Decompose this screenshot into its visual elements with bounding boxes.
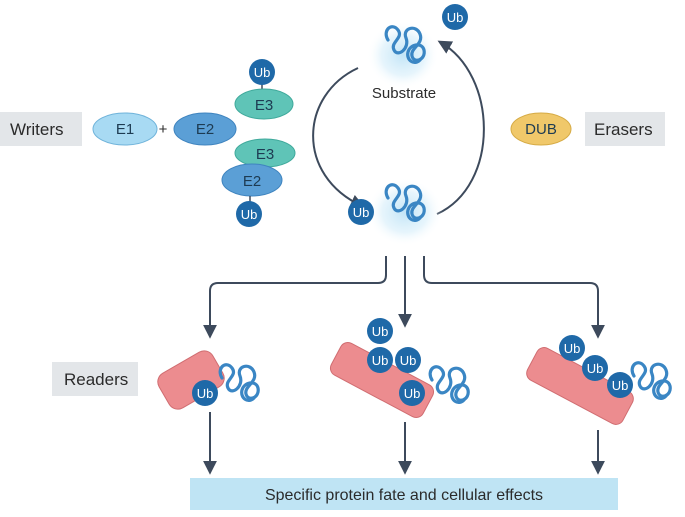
ubiquitin-icon: Ub: [559, 335, 585, 361]
reader-complex-1: Ub: [157, 350, 260, 410]
dub-enzyme: DUB: [510, 112, 572, 146]
ubiquitin-icon: Ub: [399, 380, 425, 406]
svg-text:DUB: DUB: [525, 121, 557, 138]
writers-label: Writers: [0, 112, 82, 146]
outcome-box: Specific protein fate and cellular effec…: [190, 478, 618, 510]
ubiquitin-icon: Ub: [249, 59, 275, 85]
svg-text:Ub: Ub: [372, 353, 389, 368]
ubiquitin-icon: Ub: [607, 372, 633, 398]
e1-enzyme: E1: [92, 112, 158, 146]
readers-label: Readers: [52, 362, 138, 396]
ubiquitin-icon: Ub: [192, 380, 218, 406]
svg-text:Ub: Ub: [353, 205, 370, 220]
ubiquitin-icon: Ub: [367, 318, 393, 344]
svg-text:Ub: Ub: [404, 386, 421, 401]
svg-text:Writers: Writers: [10, 120, 64, 139]
reader-complex-3: Ub Ub Ub: [526, 335, 672, 425]
svg-text:Ub: Ub: [241, 207, 258, 222]
svg-text:Ub: Ub: [254, 65, 271, 80]
svg-text:E2: E2: [196, 121, 214, 138]
reader-protein-icon: [157, 350, 225, 410]
deubiquitination-arc: [436, 40, 485, 215]
svg-text:Erasers: Erasers: [594, 120, 653, 139]
svg-text:E2: E2: [243, 173, 261, 190]
ubiquitin-icon: Ub: [236, 201, 262, 227]
svg-text:E1: E1: [116, 121, 134, 138]
ubiquitin-icon: Ub: [442, 4, 468, 30]
ubiquitin-icon: Ub: [348, 199, 374, 225]
svg-text:E3: E3: [256, 146, 274, 163]
svg-text:Ub: Ub: [564, 341, 581, 356]
svg-text:E3: E3: [255, 97, 273, 114]
reader-complex-2: Ub Ub Ub Ub: [329, 318, 470, 418]
ubiquitin-icon: Ub: [582, 355, 608, 381]
svg-text:Ub: Ub: [587, 361, 604, 376]
svg-text:Specific protein fate and cell: Specific protein fate and cellular effec…: [265, 487, 543, 504]
substrate-label: Substrate: [372, 85, 436, 102]
svg-text:Ub: Ub: [372, 324, 389, 339]
svg-text:Readers: Readers: [64, 370, 128, 389]
ubiquitinated-substrate: Ub: [348, 178, 443, 246]
ubiquitination-arc: [312, 67, 365, 208]
e3-ub-complex-top: E3 Ub: [234, 59, 294, 120]
plus-sign: +: [159, 121, 168, 138]
ubiquitin-icon: Ub: [395, 347, 421, 373]
substrate-protein-icon: [367, 21, 439, 89]
erasers-label: Erasers: [585, 112, 665, 146]
e2-enzyme: E2: [173, 112, 237, 146]
ubiquitin-icon: Ub: [367, 347, 393, 373]
svg-text:Ub: Ub: [400, 353, 417, 368]
svg-text:Ub: Ub: [612, 378, 629, 393]
branch-arrows: [203, 256, 605, 475]
svg-text:Ub: Ub: [197, 386, 214, 401]
e3-e2-ub-complex: E3 E2 Ub: [221, 138, 296, 227]
svg-text:Ub: Ub: [447, 10, 464, 25]
